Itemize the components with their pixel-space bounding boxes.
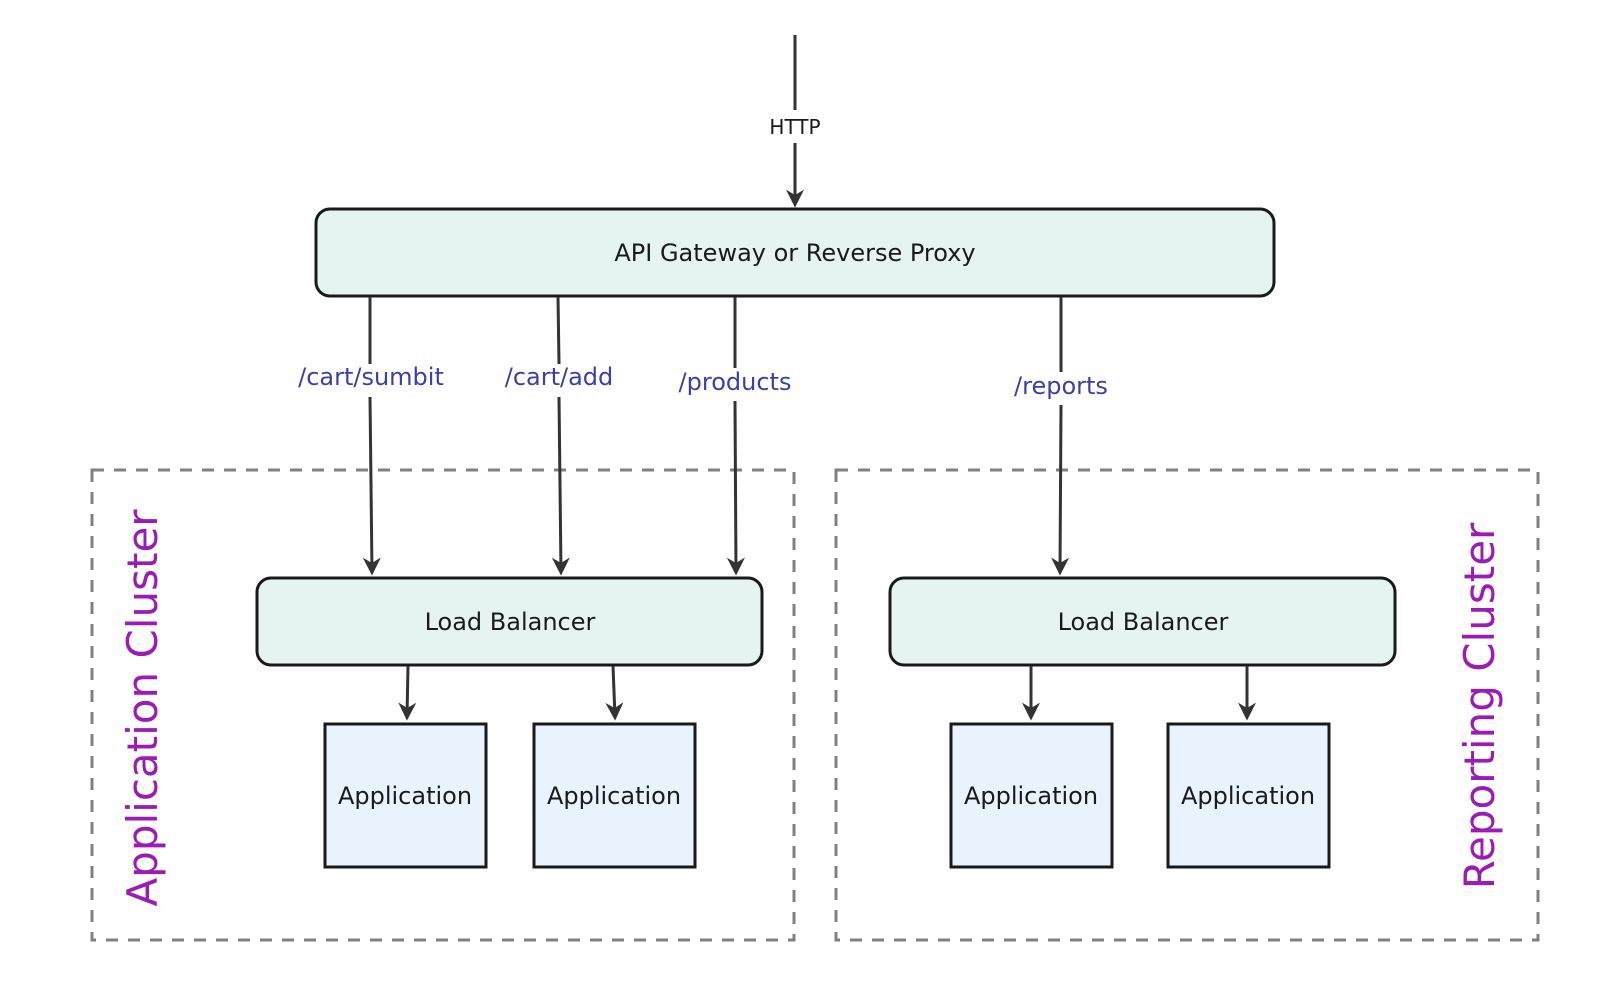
route-products-label: /products (679, 368, 792, 396)
application-node-2-label: Application (547, 782, 681, 810)
edge-cart-add-bottom (551, 396, 570, 576)
reporting-application-node-2 (1166, 722, 1331, 869)
reporting-application-node-2-label: Application (1181, 782, 1315, 810)
edge-cart-submit-bottom (362, 396, 381, 576)
reporting-load-balancer-label: Load Balancer (1058, 608, 1229, 636)
application-load-balancer-label: Load Balancer (425, 608, 596, 636)
api-gateway-node (314, 207, 1276, 298)
application-node-1-label: Application (338, 782, 472, 810)
application-load-balancer-node (255, 576, 764, 667)
application-cluster-title: Application Cluster (118, 509, 167, 907)
api-gateway-label: API Gateway or Reverse Proxy (614, 239, 975, 267)
edge-app-lb-to-app-2 (605, 665, 624, 721)
edge-app-lb-to-app-1 (398, 665, 417, 721)
application-node-2 (532, 722, 697, 869)
reporting-application-node-1-label: Application (964, 782, 1098, 810)
application-node-1 (323, 722, 488, 869)
reporting-load-balancer-node (888, 576, 1397, 667)
application-cluster-boundary (90, 468, 796, 942)
edge-reports-bottom (1051, 404, 1070, 576)
route-cart-submit-label: /cart/sumbit (298, 363, 444, 391)
edge-products-bottom (726, 400, 745, 576)
reporting-application-node-1 (949, 722, 1114, 869)
reporting-cluster-title: Reporting Cluster (1455, 522, 1504, 889)
http-label: HTTP (769, 115, 820, 139)
edge-cart-add-top (556, 296, 561, 365)
route-reports-label: /reports (1014, 372, 1108, 400)
reporting-cluster-boundary (834, 468, 1540, 942)
route-cart-add-label: /cart/add (505, 363, 614, 391)
